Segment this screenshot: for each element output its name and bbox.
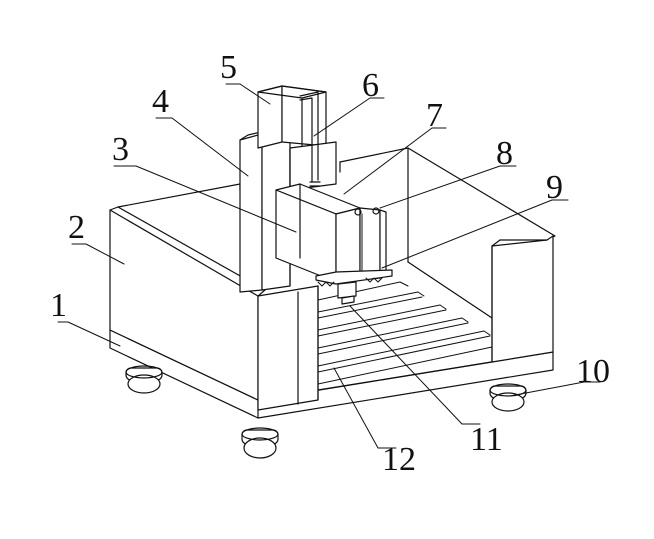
caster-wheel-right	[489, 383, 527, 412]
caster-wheel-left	[125, 365, 163, 394]
housing	[109, 147, 556, 411]
label-9: 9	[546, 169, 563, 206]
caster-wheel-front	[241, 427, 279, 459]
tool-plate	[315, 269, 393, 287]
label-7: 7	[426, 97, 443, 134]
worktable-slats	[317, 281, 493, 385]
label-11: 11	[470, 421, 503, 458]
label-4: 4	[152, 83, 169, 120]
cable-rod	[299, 91, 321, 187]
label-5: 5	[220, 49, 237, 86]
label-12: 12	[382, 441, 416, 478]
motor-block	[257, 85, 337, 287]
label-2: 2	[68, 209, 85, 246]
label-8: 8	[496, 135, 513, 172]
label-1: 1	[50, 287, 67, 324]
cutter	[337, 281, 357, 305]
label-6: 6	[362, 67, 379, 104]
label-10: 10	[576, 353, 610, 390]
leader-lines	[57, 83, 601, 449]
label-3: 3	[112, 131, 129, 168]
spindle-head	[335, 207, 387, 285]
